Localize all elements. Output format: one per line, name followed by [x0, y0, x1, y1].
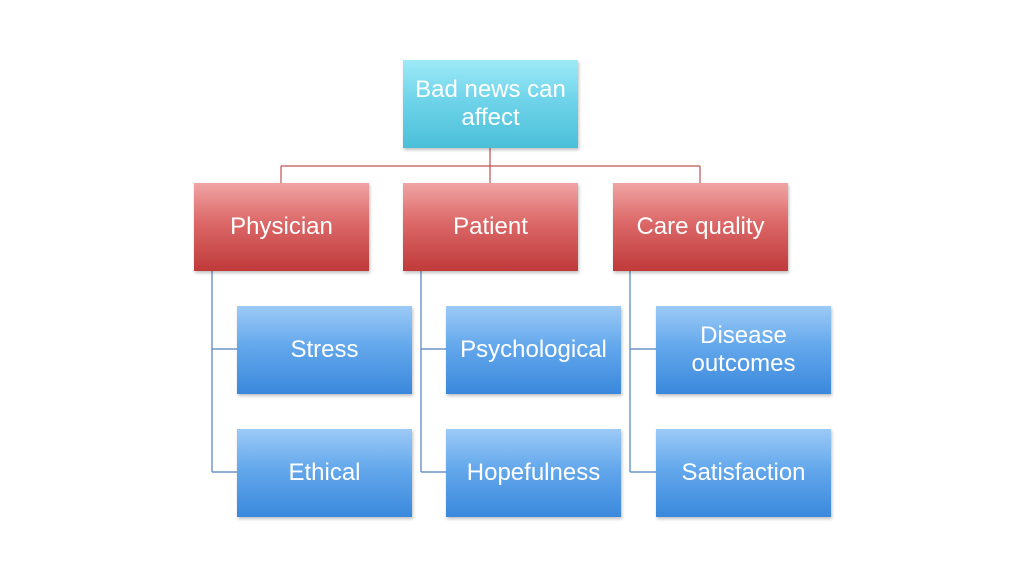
- item-label-hopefulness: Hopefulness: [466, 459, 601, 486]
- item-node-ethical: Ethical: [237, 429, 412, 517]
- root-node-label: Bad news can affect: [415, 76, 566, 131]
- root-to-category-connectors: [280, 148, 701, 183]
- category-to-item-connectors: [211, 271, 656, 473]
- item-node-psychological: Psychological: [446, 306, 621, 394]
- item-label-psychological: Psychological: [460, 336, 607, 363]
- root-node: Bad news can affect: [403, 60, 578, 148]
- category-label-physician: Physician: [230, 213, 333, 240]
- item-label-stress: Stress: [290, 336, 359, 363]
- category-node-care-quality: Care quality: [613, 183, 788, 271]
- category-node-patient: Patient: [403, 183, 578, 271]
- item-label-satisfaction: Satisfaction: [681, 459, 806, 486]
- item-label-disease-outcomes: Disease outcomes: [691, 322, 796, 377]
- item-node-satisfaction: Satisfaction: [656, 429, 831, 517]
- item-node-stress: Stress: [237, 306, 412, 394]
- category-node-physician: Physician: [194, 183, 369, 271]
- category-label-patient: Patient: [453, 213, 528, 240]
- item-node-hopefulness: Hopefulness: [446, 429, 621, 517]
- item-label-ethical: Ethical: [288, 459, 361, 486]
- item-node-disease-outcomes: Disease outcomes: [656, 306, 831, 394]
- category-label-care-quality: Care quality: [636, 213, 765, 240]
